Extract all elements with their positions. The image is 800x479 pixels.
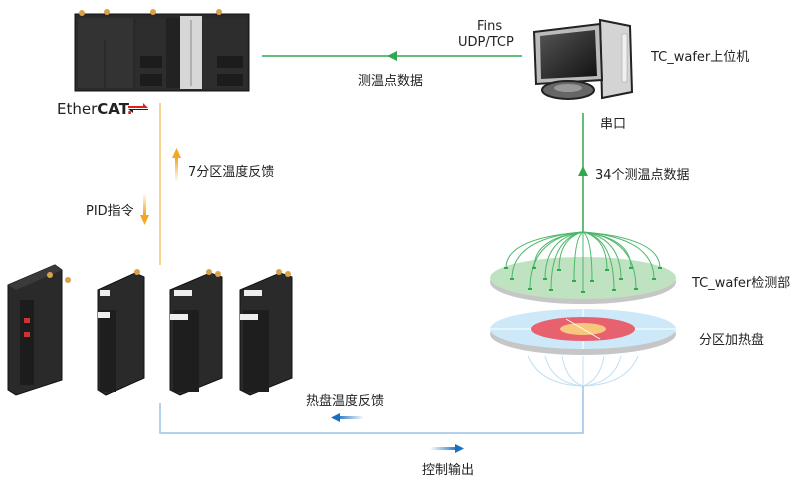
protocol-label-udp-tcp: UDP/TCP bbox=[458, 35, 514, 50]
orange-arrow-down-icon bbox=[140, 193, 149, 225]
sensor-point bbox=[590, 280, 594, 282]
green-arrow-left-icon bbox=[387, 51, 397, 61]
plc-controller bbox=[74, 9, 250, 92]
sensor-wire bbox=[550, 231, 584, 291]
sensor-label: TC_wafer检测部 bbox=[692, 276, 791, 291]
blue-arrow-left-icon bbox=[331, 413, 364, 422]
sensor-data-label: 34个测温点数据 bbox=[595, 168, 690, 183]
ethercat-logo-prefix: Ether bbox=[57, 100, 98, 118]
control-output-label: 控制输出 bbox=[422, 463, 475, 478]
sensor-point bbox=[581, 291, 585, 293]
temperature-data-label: 测温点数据 bbox=[358, 74, 424, 89]
sensor-point bbox=[572, 280, 576, 282]
sensor-point bbox=[504, 267, 508, 269]
host-computer-icon bbox=[532, 18, 634, 100]
sensor-wire bbox=[573, 231, 584, 282]
sensor-point bbox=[629, 267, 633, 269]
io-module-3 bbox=[169, 269, 223, 396]
sensor-point bbox=[532, 267, 536, 269]
host-label: TC_wafer上位机 bbox=[651, 50, 750, 65]
sensor-point bbox=[605, 269, 609, 271]
ethercat-logo-mark: . bbox=[126, 100, 133, 118]
tc-wafer-sensor bbox=[490, 231, 676, 304]
zone-feedback-label: 7分区温度反馈 bbox=[188, 165, 275, 180]
orange-arrow-up-icon bbox=[172, 148, 181, 182]
sensor-wire bbox=[582, 231, 615, 291]
sensor-wire bbox=[582, 231, 637, 290]
sensor-wire bbox=[529, 231, 584, 290]
sensor-point bbox=[528, 288, 532, 290]
heater-label: 分区加热盘 bbox=[699, 333, 765, 348]
sensor-point bbox=[612, 289, 616, 291]
serial-label: 串口 bbox=[600, 117, 627, 132]
sensor-wire bbox=[511, 231, 584, 280]
sensor-wire bbox=[582, 231, 655, 280]
blue-arrow-right-icon bbox=[430, 444, 464, 453]
sensor-point bbox=[557, 269, 561, 271]
green-arrow-up-icon bbox=[578, 166, 588, 176]
pid-command-label: PID指令 bbox=[86, 204, 134, 219]
plate-feedback-label: 热盘温度反馈 bbox=[306, 394, 385, 409]
ethercat-logo-suffix: CAT bbox=[97, 100, 127, 118]
io-module-4 bbox=[239, 269, 293, 396]
sensor-point bbox=[652, 278, 656, 280]
ethercat-logo: EtherCAT. bbox=[57, 100, 132, 118]
sensor-wire bbox=[582, 231, 593, 282]
io-loop-line bbox=[159, 386, 584, 434]
sensor-point bbox=[658, 267, 662, 269]
sensor-point bbox=[619, 278, 623, 280]
sensor-point bbox=[634, 288, 638, 290]
sensor-point bbox=[510, 278, 514, 280]
ethercat-arrow-icon bbox=[128, 103, 148, 113]
protocol-label-fins: Fins bbox=[477, 19, 503, 34]
sensor-point bbox=[549, 289, 553, 291]
io-module-1 bbox=[7, 264, 71, 396]
io-module-2 bbox=[97, 269, 145, 396]
zoned-heater-plate bbox=[490, 309, 676, 387]
sensor-point bbox=[543, 278, 547, 280]
